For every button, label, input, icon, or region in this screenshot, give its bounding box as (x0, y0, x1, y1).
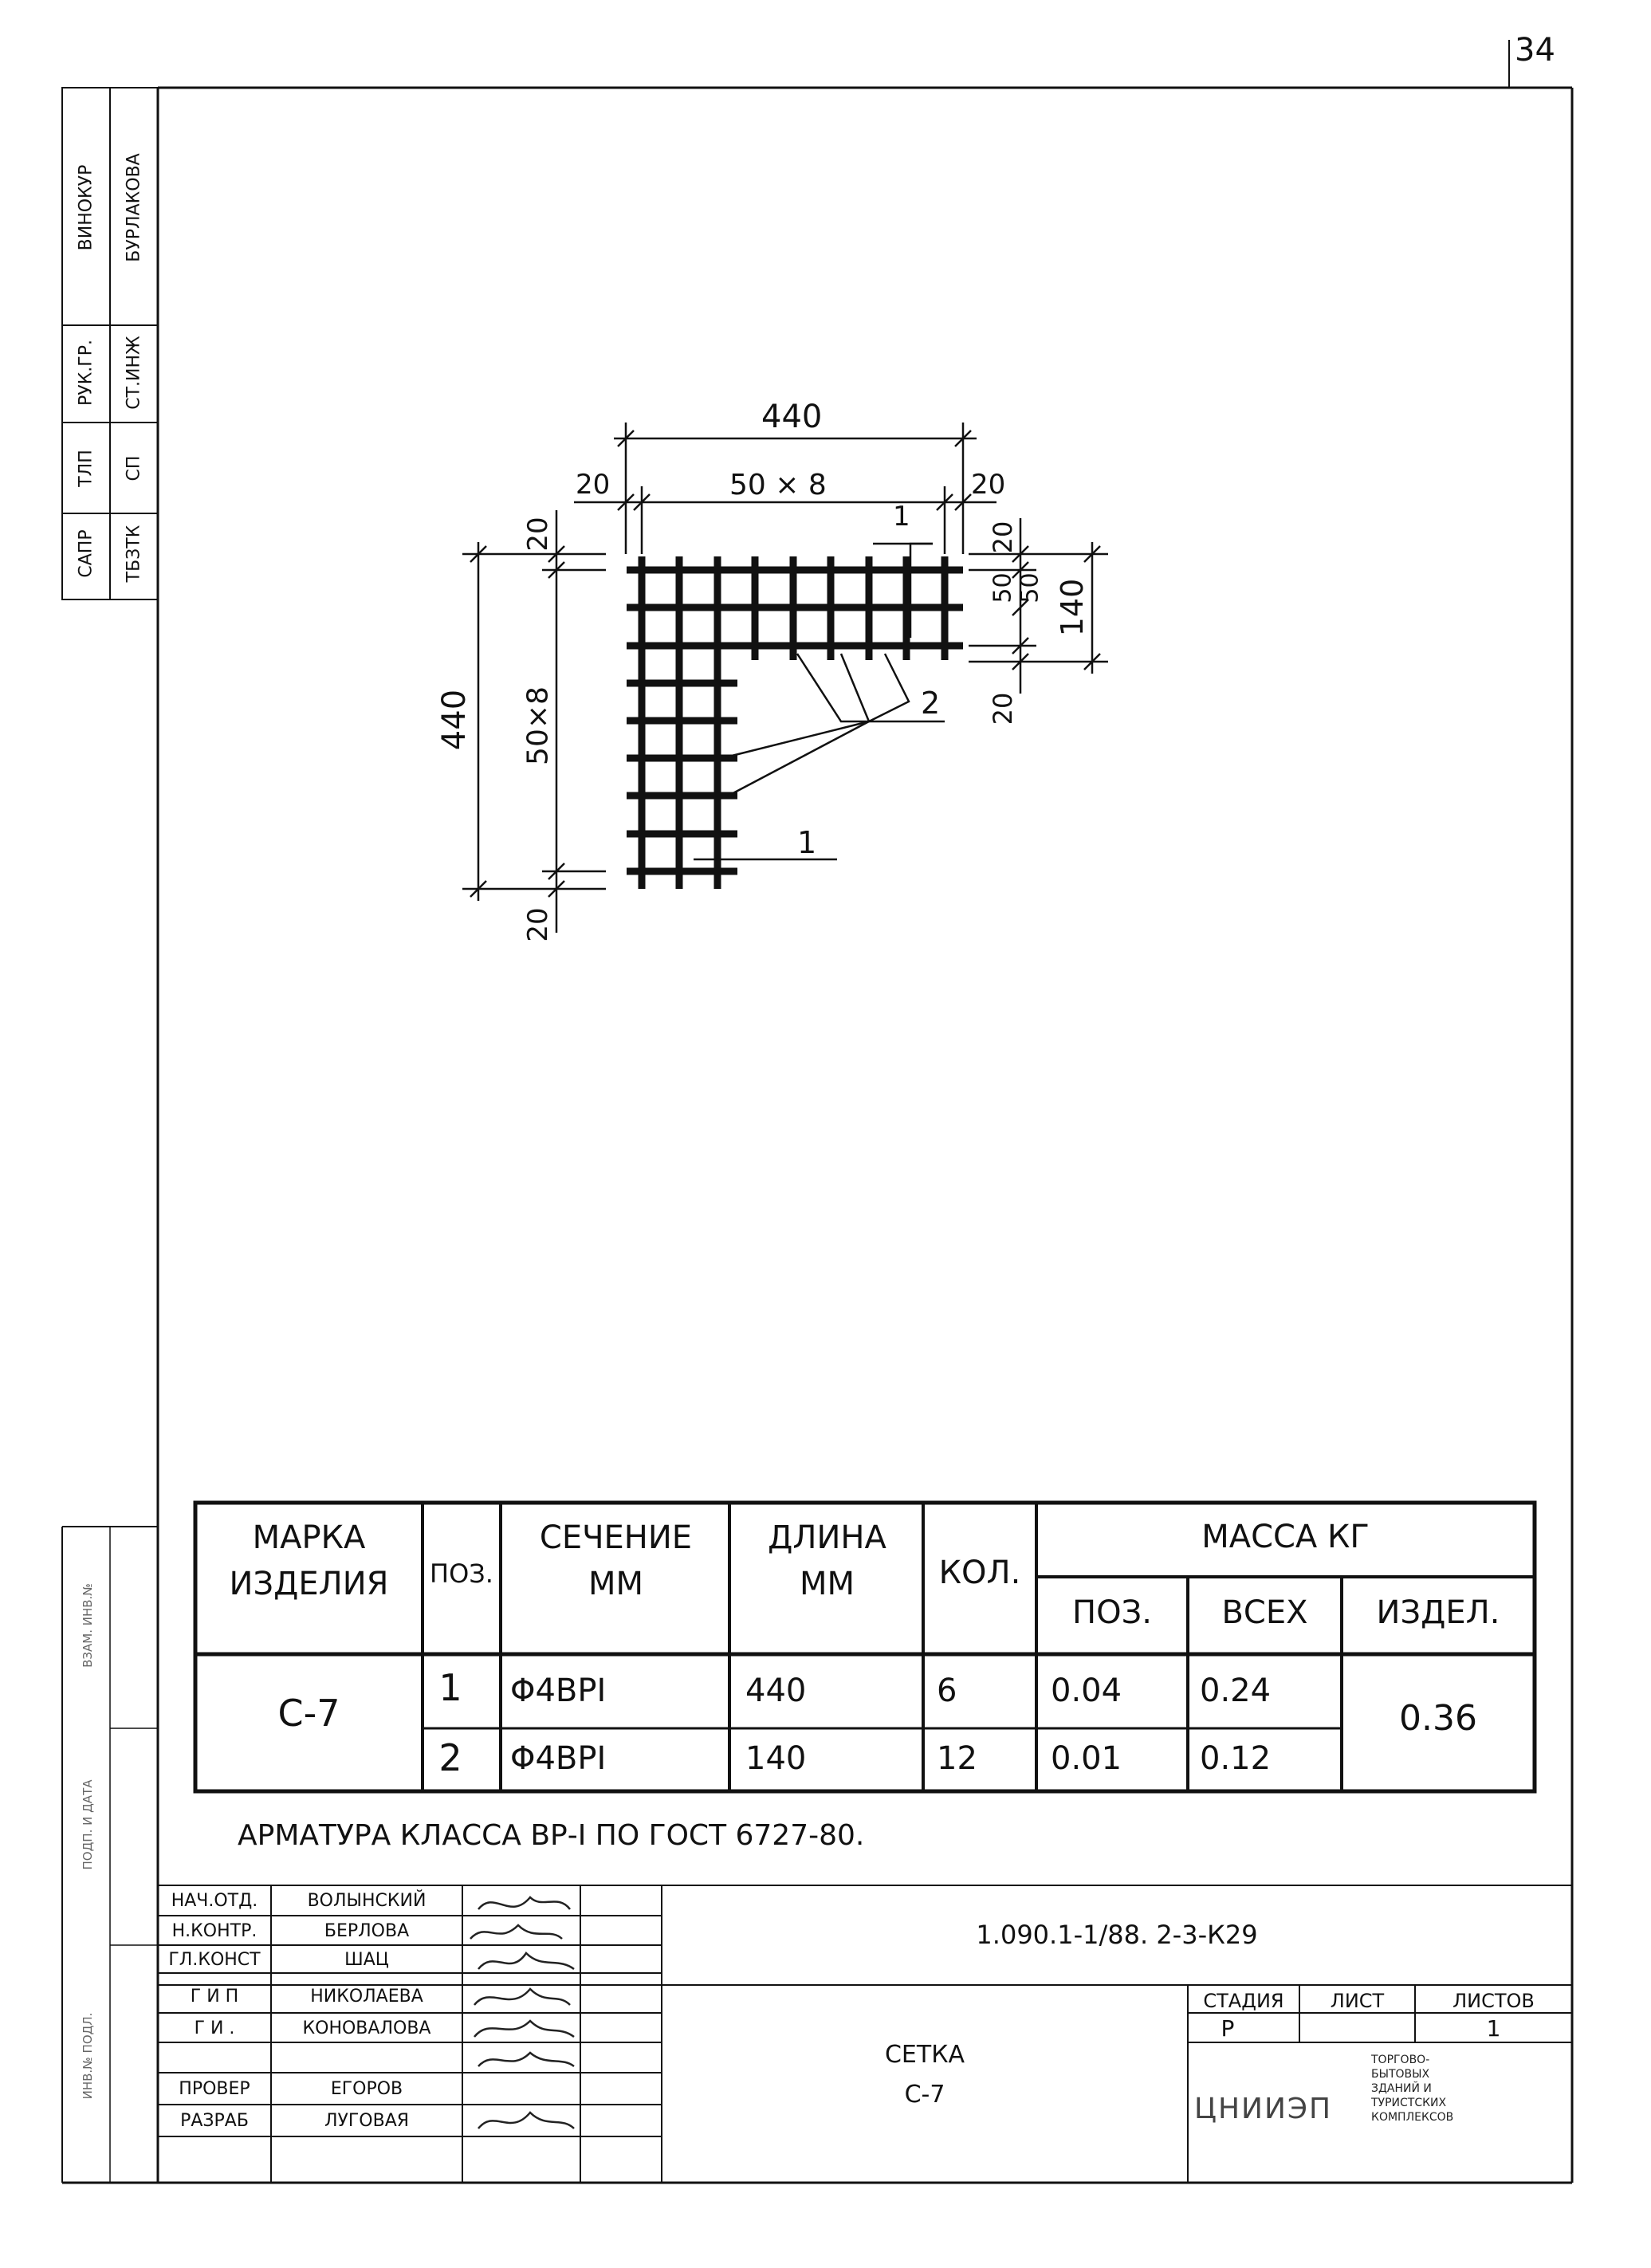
mesh-drawing (462, 423, 1108, 933)
side-mark-podp: ПОДП. И ДАТА (81, 1779, 95, 1870)
signer-role: ПРОВЕР (179, 2079, 250, 2099)
side-mark-vzam: ВЗАМ. ИНВ.№ (81, 1583, 95, 1668)
th-mass-pos: ПОЗ. (1072, 1594, 1152, 1631)
pos-2-label: 2 (921, 686, 941, 721)
signer-name: ЕГОРОВ (330, 2079, 403, 2099)
signer-role: Н.КОНТР. (171, 1921, 257, 1941)
org-desc-line: БЫТОВЫХ (1371, 2068, 1430, 2081)
dim-right-edge-top: 20 (988, 521, 1018, 554)
note-text: АРМАТУРА КЛАССА ВР-I ПО ГОСТ 6727-80. (238, 1819, 865, 1852)
th-length: ДЛИНА ММ (768, 1519, 886, 1602)
side-stamp-burlakova: БУРЛАКОВА (124, 153, 144, 262)
dim-left-total: 440 (436, 689, 473, 751)
signer-name: БЕРЛОВА (324, 1921, 410, 1941)
dim-top-pitch: 50 × 8 (729, 469, 827, 501)
org-desc-line: ЗДАНИЙ И (1371, 2082, 1432, 2095)
cell-length-2: 140 (745, 1740, 807, 1777)
cell-mass-all-2: 0.12 (1200, 1740, 1272, 1777)
stage-value: Р (1221, 2015, 1235, 2042)
cell-qty-2: 12 (937, 1740, 977, 1777)
signer-name: ВОЛЫНСКИЙ (307, 1891, 427, 1911)
dim-right-total: 140 (1055, 578, 1090, 637)
side-stamp-rukgr: РУК.ГР. (76, 340, 96, 406)
org-desc-line: ТОРГОВО- (1371, 2054, 1430, 2066)
title-line1: СЕТКА (884, 2041, 965, 2069)
cell-pos-1: 1 (438, 1666, 462, 1709)
sheet-label: ЛИСТ (1330, 1990, 1385, 2012)
signer-role: ГЛ.КОНСТ (168, 1950, 261, 1970)
side-mark-inv: ИНВ.№ ПОДЛ. (81, 2012, 95, 2100)
side-stamp-sp: СП (124, 455, 144, 482)
cell-qty-1: 6 (937, 1673, 957, 1709)
dim-top-total: 440 (761, 399, 823, 435)
th-mass: МАССА КГ (1201, 1519, 1370, 1555)
signer-name: НИКОЛАЕВА (310, 1987, 423, 2007)
stage-label: СТАДИЯ (1203, 1990, 1284, 2012)
signer-name: ЛУГОВАЯ (324, 2111, 410, 2131)
org-name: ЦНИИЭП (1194, 2093, 1333, 2125)
cell-mass-pos-1: 0.04 (1051, 1673, 1122, 1709)
side-stamp-tbztk: ТБЗТК (124, 525, 144, 583)
dim-left-edge-bottom: 20 (522, 907, 554, 942)
signer-role: Г И П (190, 1987, 239, 2007)
pos-1-top-label: 1 (893, 501, 910, 533)
page-number: 34 (1515, 32, 1555, 69)
cell-section-1: Φ4ВРI (510, 1673, 607, 1709)
signatures (470, 1896, 575, 2129)
signer-role: НАЧ.ОТД. (171, 1891, 258, 1911)
th-mass-item: ИЗДЕЛ. (1376, 1594, 1500, 1631)
cell-length-1: 440 (745, 1673, 807, 1709)
signer-name: КОНОВАЛОВА (302, 2018, 431, 2038)
side-stamp-sapr: САПР (76, 529, 96, 578)
signer-role: РАЗРАБ (180, 2111, 249, 2131)
org-desc-line: ТУРИСТСКИХ (1371, 2097, 1447, 2109)
th-qty: КОЛ. (938, 1555, 1021, 1591)
dim-right-pitch-a: 50 (989, 572, 1017, 603)
org-desc-line: КОМПЛЕКСОВ (1371, 2111, 1454, 2124)
cell-mass-all-1: 0.24 (1200, 1673, 1272, 1709)
side-stamp-vinokur: ВИНОКУР (76, 164, 96, 251)
org-description: ТОРГОВО- БЫТОВЫХ ЗДАНИЙ И ТУРИСТСКИХ КОМ… (1371, 2053, 1453, 2125)
sheets-value: 1 (1486, 2015, 1501, 2042)
signer-name: ШАЦ (344, 1950, 389, 1970)
dim-right-pitch-b: 50 (1016, 572, 1044, 603)
cell-mass-pos-2: 0.01 (1051, 1740, 1122, 1777)
th-section: СЕЧЕНИЕ ММ (539, 1519, 693, 1602)
dim-top-edge-left: 20 (576, 469, 611, 501)
th-mass-all: ВСЕХ (1221, 1594, 1308, 1631)
side-stamp-tlp: ТЛП (76, 450, 96, 487)
title-line2: С-7 (904, 2081, 945, 2109)
side-stamp-stinzh: СТ.ИНЖ (124, 336, 144, 410)
sheets-label: ЛИСТОВ (1452, 1990, 1535, 2012)
dim-right-edge-bottom: 20 (988, 692, 1018, 725)
dim-top-edge-right: 20 (971, 469, 1006, 501)
cell-mark: С-7 (277, 1692, 340, 1735)
signer-role: Г И . (194, 2018, 235, 2038)
th-mark: МАРКА ИЗДЕЛИЯ (229, 1519, 389, 1602)
pos-1-bottom-label: 1 (797, 825, 817, 860)
cell-section-2: Φ4ВРI (510, 1740, 607, 1777)
doc-code: 1.090.1-1/88. 2-3-К29 (976, 1920, 1258, 1950)
th-pos: ПОЗ. (430, 1559, 493, 1589)
dim-left-pitch: 50×8 (521, 686, 555, 765)
cell-item-mass: 0.36 (1399, 1698, 1477, 1739)
cell-pos-2: 2 (438, 1736, 462, 1779)
dim-left-edge-top: 20 (522, 517, 554, 552)
